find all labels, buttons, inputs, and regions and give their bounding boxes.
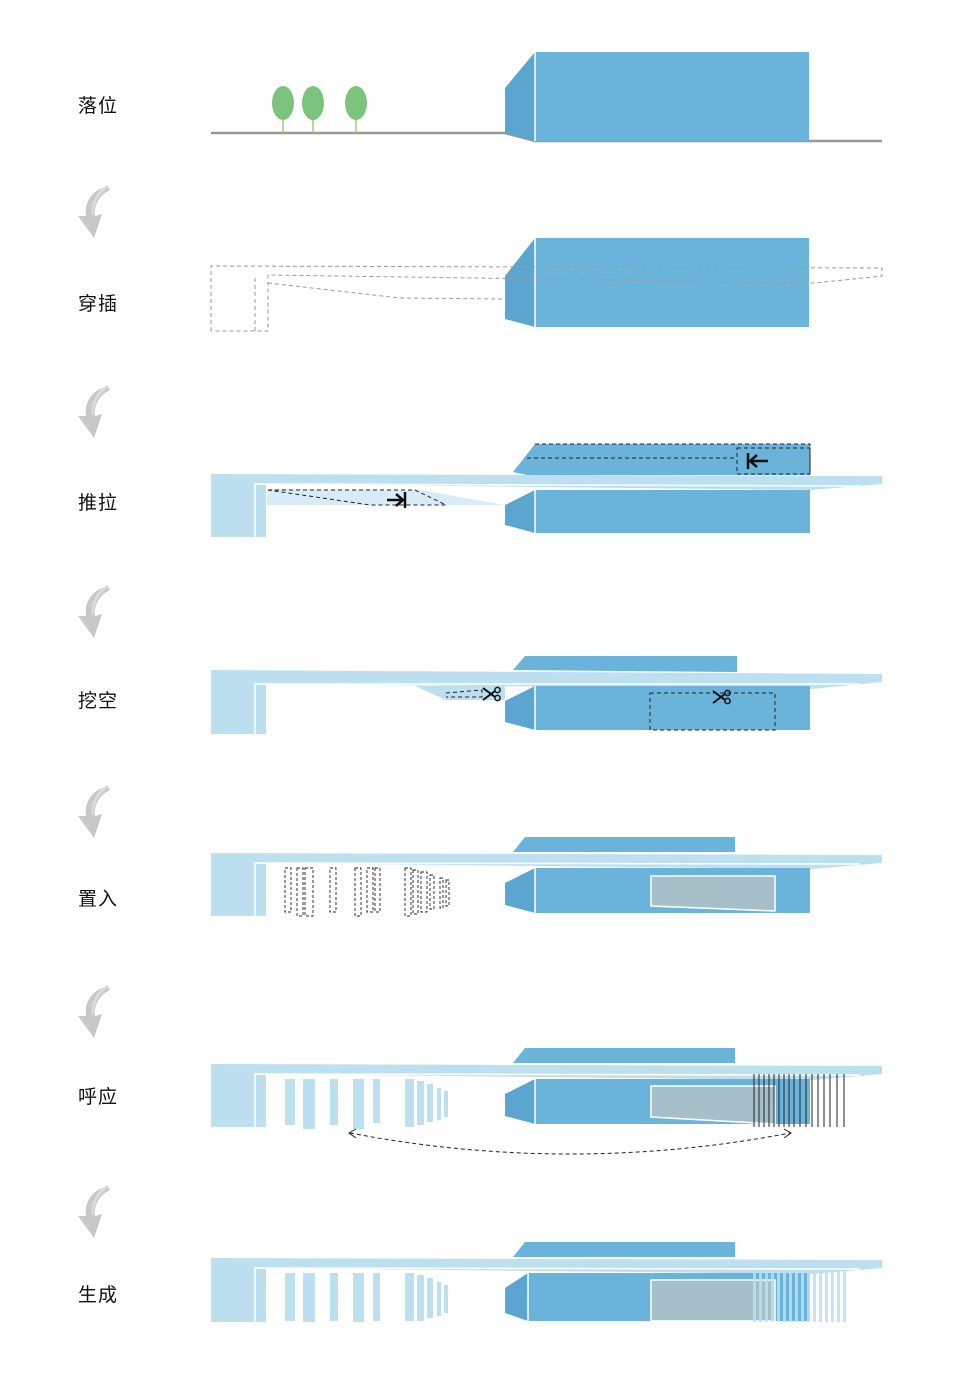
step-label-6: 呼应	[78, 1086, 119, 1108]
step-3-drawing	[211, 443, 882, 537]
echo-arrow-icon	[348, 1128, 792, 1155]
fins	[753, 1270, 846, 1322]
push-arrow-icon	[387, 492, 407, 508]
tree-icon	[272, 86, 367, 133]
push-arrow-icon	[746, 453, 768, 469]
step-1-drawing	[211, 52, 882, 143]
step-dividers	[300, 192, 882, 1187]
step-6-drawing	[211, 1048, 882, 1155]
step-4-drawing	[211, 656, 882, 734]
step-label-4: 挖空	[78, 690, 119, 712]
step-label-1: 落位	[78, 95, 119, 117]
step-2-drawing	[210, 238, 883, 332]
columns	[285, 1273, 448, 1322]
step-label-7: 生成	[78, 1284, 119, 1306]
fin-lines	[753, 1074, 845, 1127]
step-7-drawing	[211, 1242, 882, 1322]
column-outlines	[284, 867, 450, 917]
step-label-5: 置入	[78, 888, 119, 910]
step-label-2: 穿插	[78, 293, 119, 315]
step-label-3: 推拉	[78, 492, 119, 514]
step-5-drawing	[211, 837, 882, 917]
columns	[285, 1079, 448, 1129]
